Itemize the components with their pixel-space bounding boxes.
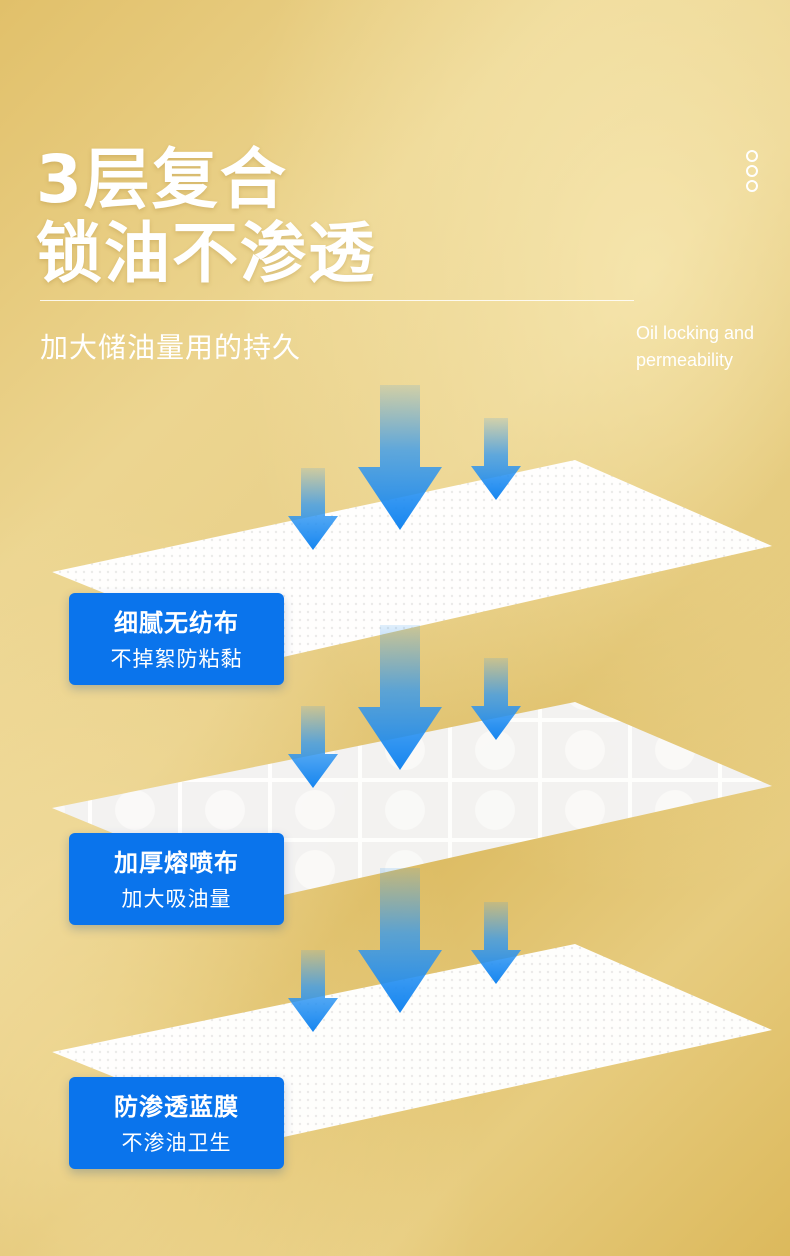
layer-name: 加厚熔喷布 [114, 849, 239, 877]
english-caption-line-2: permeability [636, 350, 734, 370]
dot [746, 165, 758, 177]
layer-name: 防渗透蓝膜 [114, 1093, 239, 1121]
layer-description: 不渗油卫生 [121, 1131, 232, 1155]
layer-name: 细腻无纺布 [114, 609, 239, 637]
layer-label-1: 细腻无纺布 不掉絮防粘黏 [69, 593, 284, 685]
three-dots-icon [746, 150, 758, 195]
title-line-1: 3层复合 [36, 141, 288, 218]
dot [746, 180, 758, 192]
layer-label-3: 防渗透蓝膜 不渗油卫生 [69, 1077, 284, 1169]
layer-description: 不掉絮防粘黏 [110, 647, 243, 671]
title-divider [40, 300, 634, 301]
title-line-2: 锁油不渗透 [36, 215, 376, 292]
english-caption: Oil locking and permeability [636, 320, 786, 374]
dot [746, 150, 758, 162]
layer-label-2: 加厚熔喷布 加大吸油量 [69, 833, 284, 925]
subtitle: 加大储油量用的持久 [40, 331, 302, 364]
layer-description: 加大吸油量 [121, 887, 232, 911]
english-caption-line-1: Oil locking and [636, 323, 755, 343]
